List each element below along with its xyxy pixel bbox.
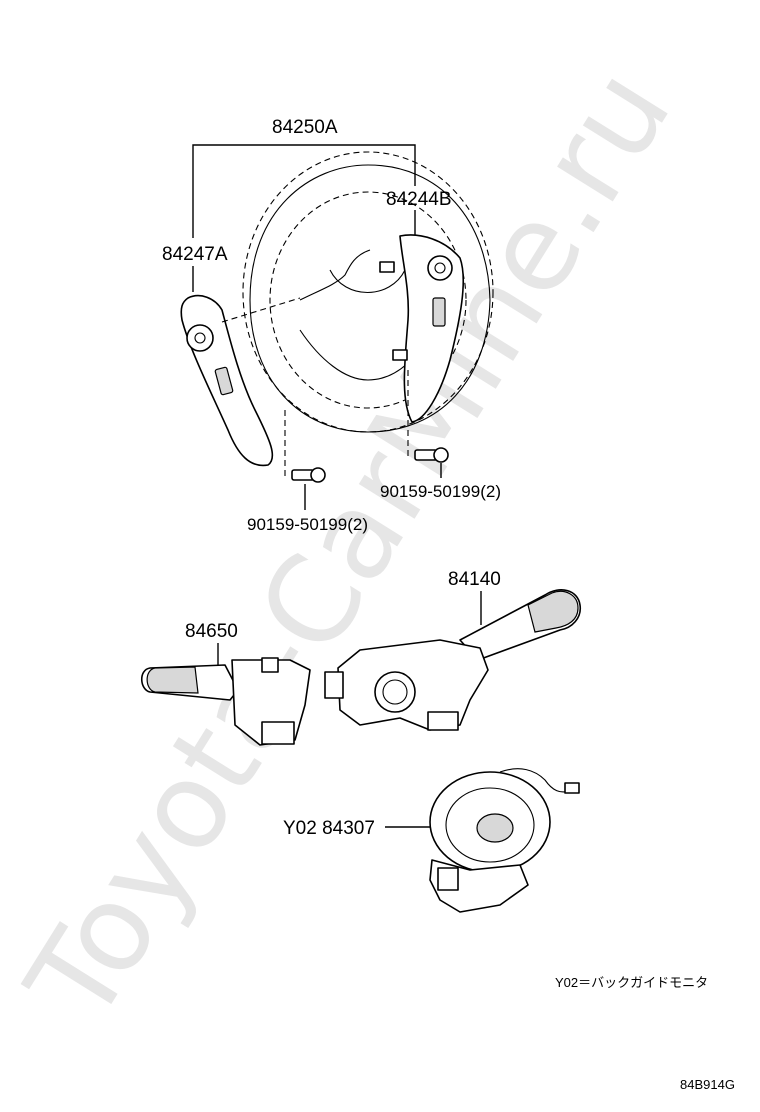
right-switch-dial-center [434,262,446,274]
right-switch-button [432,297,446,327]
turn-switch-hub-inner [382,679,408,705]
label-84250A: 84250A [272,117,338,138]
right-switch-connector-lower [392,349,408,361]
steering-wheel-rim [249,164,491,433]
left-switch-dial [186,324,214,352]
steering-wheel-wire [299,249,371,301]
right-switch-dial [427,255,453,281]
spiral-cable-ring [445,787,535,863]
label-Y02-84307: Y02 84307 [283,818,375,839]
left-switch-to-wheel-line [221,297,301,323]
spiral-cable-plug [564,782,580,794]
steering-wheel-group: 84250A 84244B 84247A [162,117,501,534]
label-84247A: 84247A [162,244,228,265]
combination-switch-group: 84140 84650 [140,569,582,746]
label-84244B: 84244B [386,189,452,210]
steering-wheel-inner [269,191,467,409]
wiper-switch-tab [261,657,279,673]
turn-switch-lever-tip [527,590,579,633]
watermark-text: Toyota-CarMine.ru [1,46,698,1046]
note-Y02: Y02＝バックガイドモニタ [555,975,708,990]
turn-switch-tab [324,671,344,699]
spiral-cable-connector [437,867,459,891]
assembly-bracket-line [192,144,416,238]
wiper-switch-lever-tip [146,666,199,694]
right-switch-connector [379,261,395,273]
label-screw-right: 90159-50199(2) [380,482,501,501]
screw-left-icon [291,467,326,483]
figure-code: 84B914G [680,1077,735,1092]
left-switch-dial-center [194,332,206,344]
turn-switch-connector [427,711,459,731]
spiral-cable-wire [499,768,573,793]
label-84650: 84650 [185,621,238,642]
label-screw-left: 90159-50199(2) [247,515,368,534]
right-switch-panel [399,234,465,423]
screw-right-icon [414,447,449,463]
steering-wheel-outline [242,151,494,433]
spiral-cable-group: Y02 84307 [283,768,580,913]
steering-wheel-hub [329,269,406,293]
wiper-switch-connector [261,721,295,745]
label-84140: 84140 [448,569,501,590]
spiral-cable-core [476,813,514,843]
left-switch-button [214,366,234,396]
turn-switch-hub [374,671,416,713]
